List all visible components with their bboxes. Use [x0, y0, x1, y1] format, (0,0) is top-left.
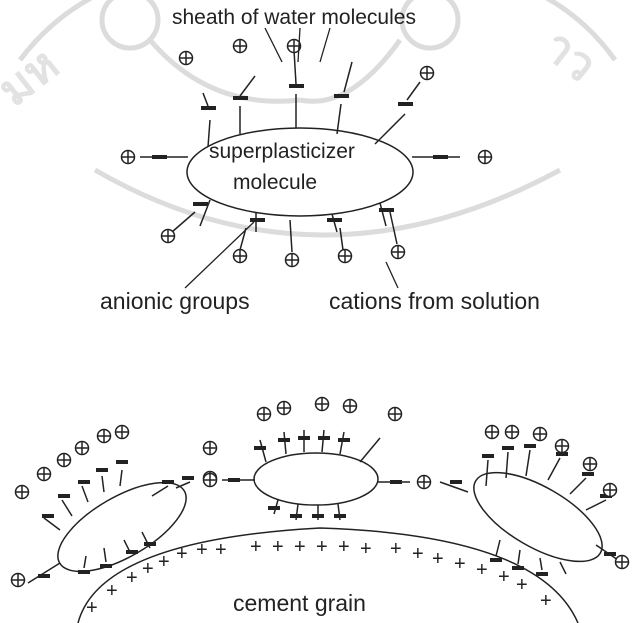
cement-grain-label: cement grain [233, 590, 366, 617]
plus-charge: + [498, 566, 510, 588]
plus-charge: + [215, 539, 227, 561]
plus-charge: + [338, 536, 350, 558]
plus-charge: + [142, 558, 154, 580]
anionic-left [38, 462, 194, 576]
plus-charge: + [196, 539, 208, 561]
plus-charge: + [158, 551, 170, 573]
plus-charge: + [106, 580, 118, 602]
plus-charge: + [516, 574, 528, 596]
adsorbed-molecule-middle [222, 430, 410, 520]
plus-charge: + [540, 590, 552, 612]
plus-charge: + [454, 553, 466, 575]
plus-charge: + [360, 538, 372, 560]
plus-charge: + [126, 567, 138, 589]
plus-charge: + [316, 536, 328, 558]
plus-charge: + [294, 536, 306, 558]
plus-charge: + [390, 538, 402, 560]
cations-middle [204, 398, 431, 489]
plus-charge: + [432, 548, 444, 570]
plus-charge: + [176, 543, 188, 565]
cations-from-solution-label: cations from solution [329, 288, 540, 315]
sheath-of-water-molecules-label: sheath of water molecules [172, 6, 416, 30]
plus-charge: + [412, 543, 424, 565]
anionic-groups-label: anionic groups [100, 288, 250, 315]
plus-charge: + [476, 559, 488, 581]
molecule-label: molecule [233, 171, 317, 195]
superplasticizer-label: superplasticizer [209, 140, 355, 164]
plus-charge: + [86, 597, 98, 619]
plus-charge: + [272, 536, 284, 558]
plus-charge: + [250, 536, 262, 558]
